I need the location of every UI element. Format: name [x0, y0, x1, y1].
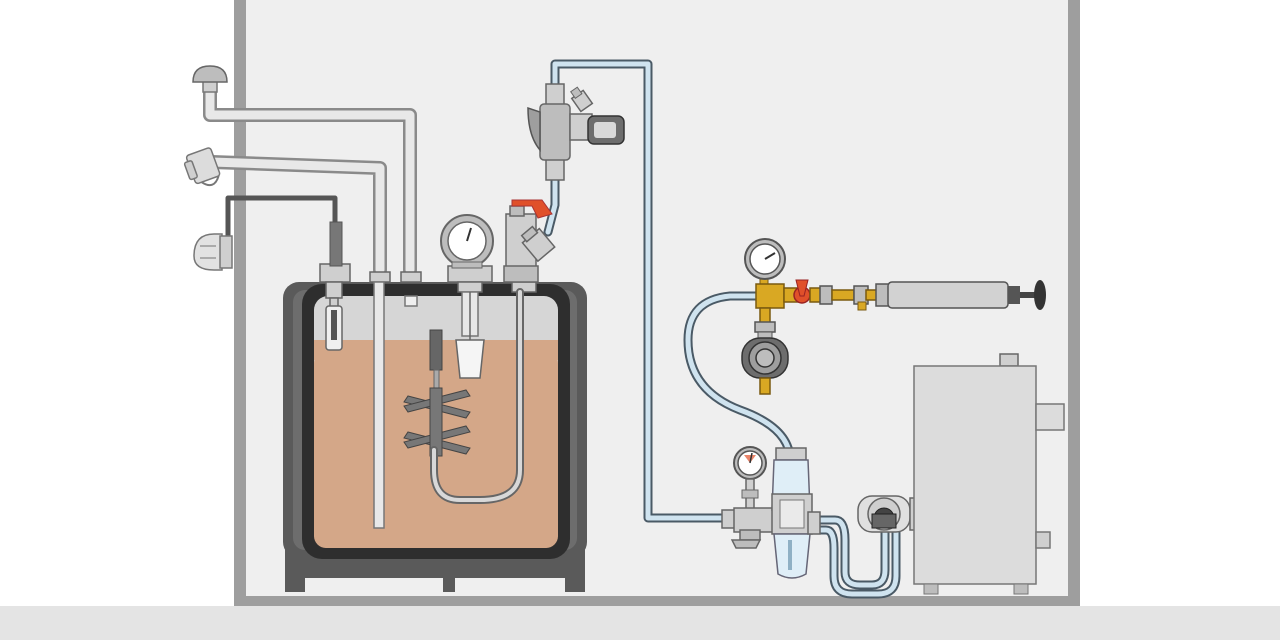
- tank-fittings: [319, 221, 422, 529]
- room-wall-right: [1068, 0, 1080, 604]
- vent-cap-icon: [192, 65, 228, 93]
- room-wall-left: [234, 0, 246, 604]
- valve-handle: [511, 199, 553, 219]
- filter-gauge-icon: [733, 446, 767, 512]
- pressure-reducer-icon: [741, 331, 789, 395]
- room-floor-edge: [234, 596, 1080, 606]
- boiler-icon: [913, 353, 1065, 595]
- regulator-valve-icon: [527, 83, 625, 181]
- extraction-valve-icon: [430, 199, 556, 504]
- supply-line: [543, 59, 901, 599]
- test-manifold-icon: [744, 238, 879, 333]
- outside-lines: [203, 81, 417, 277]
- hand-pump-icon: [875, 280, 1046, 310]
- fill-connector-icon: [183, 147, 221, 187]
- tank-gauge-icon: [440, 214, 494, 379]
- sensor-plug-icon: [193, 233, 233, 271]
- deaerator-filter-icon: [721, 447, 821, 579]
- floor: [0, 606, 1280, 640]
